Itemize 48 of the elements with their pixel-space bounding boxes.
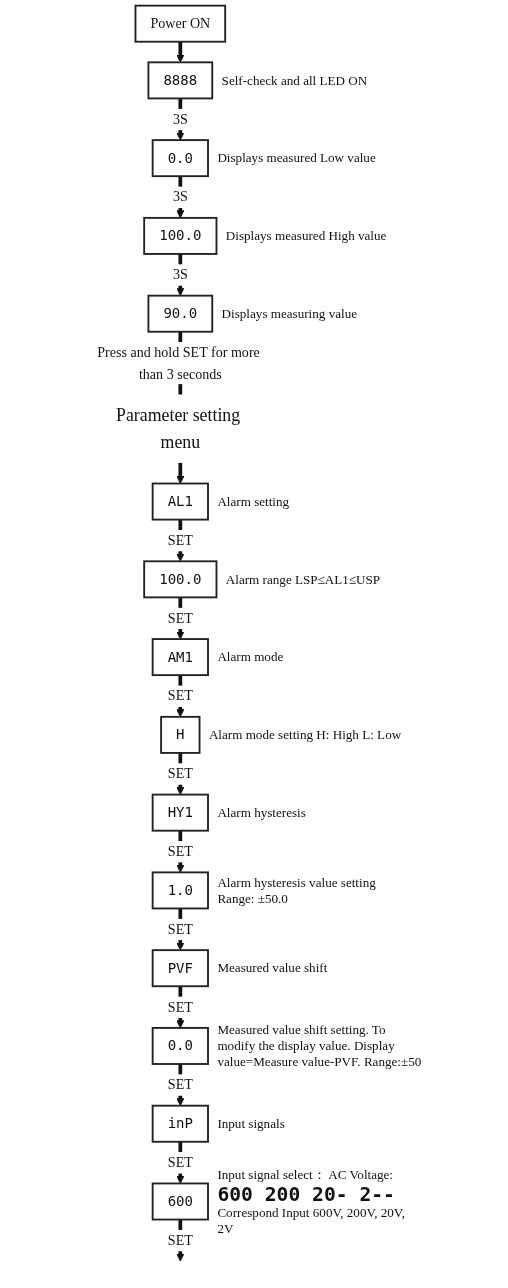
edge-label: SET: [167, 607, 193, 629]
edge-label: SET: [167, 841, 193, 863]
led-display: 100.0: [143, 216, 218, 255]
edge-label: SET: [167, 1152, 193, 1174]
led-display: 90.0: [147, 294, 214, 333]
edge-label: SET: [167, 1229, 193, 1251]
edge-label: SET: [167, 996, 193, 1018]
description-text: Displays measuring value: [221, 305, 357, 321]
description-text: Alarm setting: [217, 493, 290, 509]
description-text: Displays measured High value: [225, 228, 387, 244]
arrow: [176, 41, 185, 63]
description-text: Self-check and all LED ON: [221, 72, 368, 88]
led-display: 0.0: [151, 1027, 209, 1065]
edge-label: 3S: [172, 108, 188, 130]
display-values: 600 200 20- 2--: [217, 1183, 395, 1207]
description-text: Alarm hysteresis: [217, 804, 306, 820]
arrow: [176, 462, 185, 484]
edge-label: SET: [167, 529, 193, 551]
description-text: Measured value shift setting. To modify the display value. Display value=Measure value-PVF. Range:±50: [217, 1022, 422, 1070]
description-text: Alarm mode: [217, 649, 284, 665]
description-text: Correspond Input 600V, 200V, 20V, 2V: [217, 1204, 405, 1236]
description-text: Alarm range LSP≤AL1≤USP: [225, 571, 380, 587]
led-display: 0.0: [151, 139, 209, 178]
description-text: Measured value shift: [217, 960, 328, 976]
edge-label: SET: [167, 918, 193, 940]
process-box: Power ON: [134, 4, 227, 43]
led-display: 1.0: [151, 871, 209, 910]
edge-label: SET: [167, 763, 193, 785]
led-display: AL1: [151, 482, 209, 521]
menu-heading: Parameter setting menu: [116, 404, 241, 452]
led-display: AM1: [151, 638, 209, 677]
edge-label: SET: [167, 1074, 193, 1096]
description-text: Input signals: [217, 1115, 285, 1131]
led-display: 100.0: [143, 560, 218, 599]
edge-label: 3S: [172, 186, 188, 208]
led-display: 600: [151, 1182, 209, 1221]
led-display: H: [160, 715, 201, 754]
description-text: Displays measured Low value: [217, 150, 376, 166]
led-display: HY1: [151, 793, 209, 832]
description-text: Alarm hysteresis value setting Range: ±50.0: [217, 874, 376, 906]
led-display: 8888: [147, 61, 214, 100]
description-text: Input signal select： AC Voltage:: [217, 1166, 393, 1182]
arrow: [176, 98, 185, 141]
led-display: inP: [151, 1104, 209, 1143]
led-display: PVF: [151, 949, 209, 988]
description-text: Alarm mode setting H: High L: Low: [208, 727, 402, 743]
edge-label: 3S: [172, 264, 188, 286]
edge-label: SET: [167, 685, 193, 707]
